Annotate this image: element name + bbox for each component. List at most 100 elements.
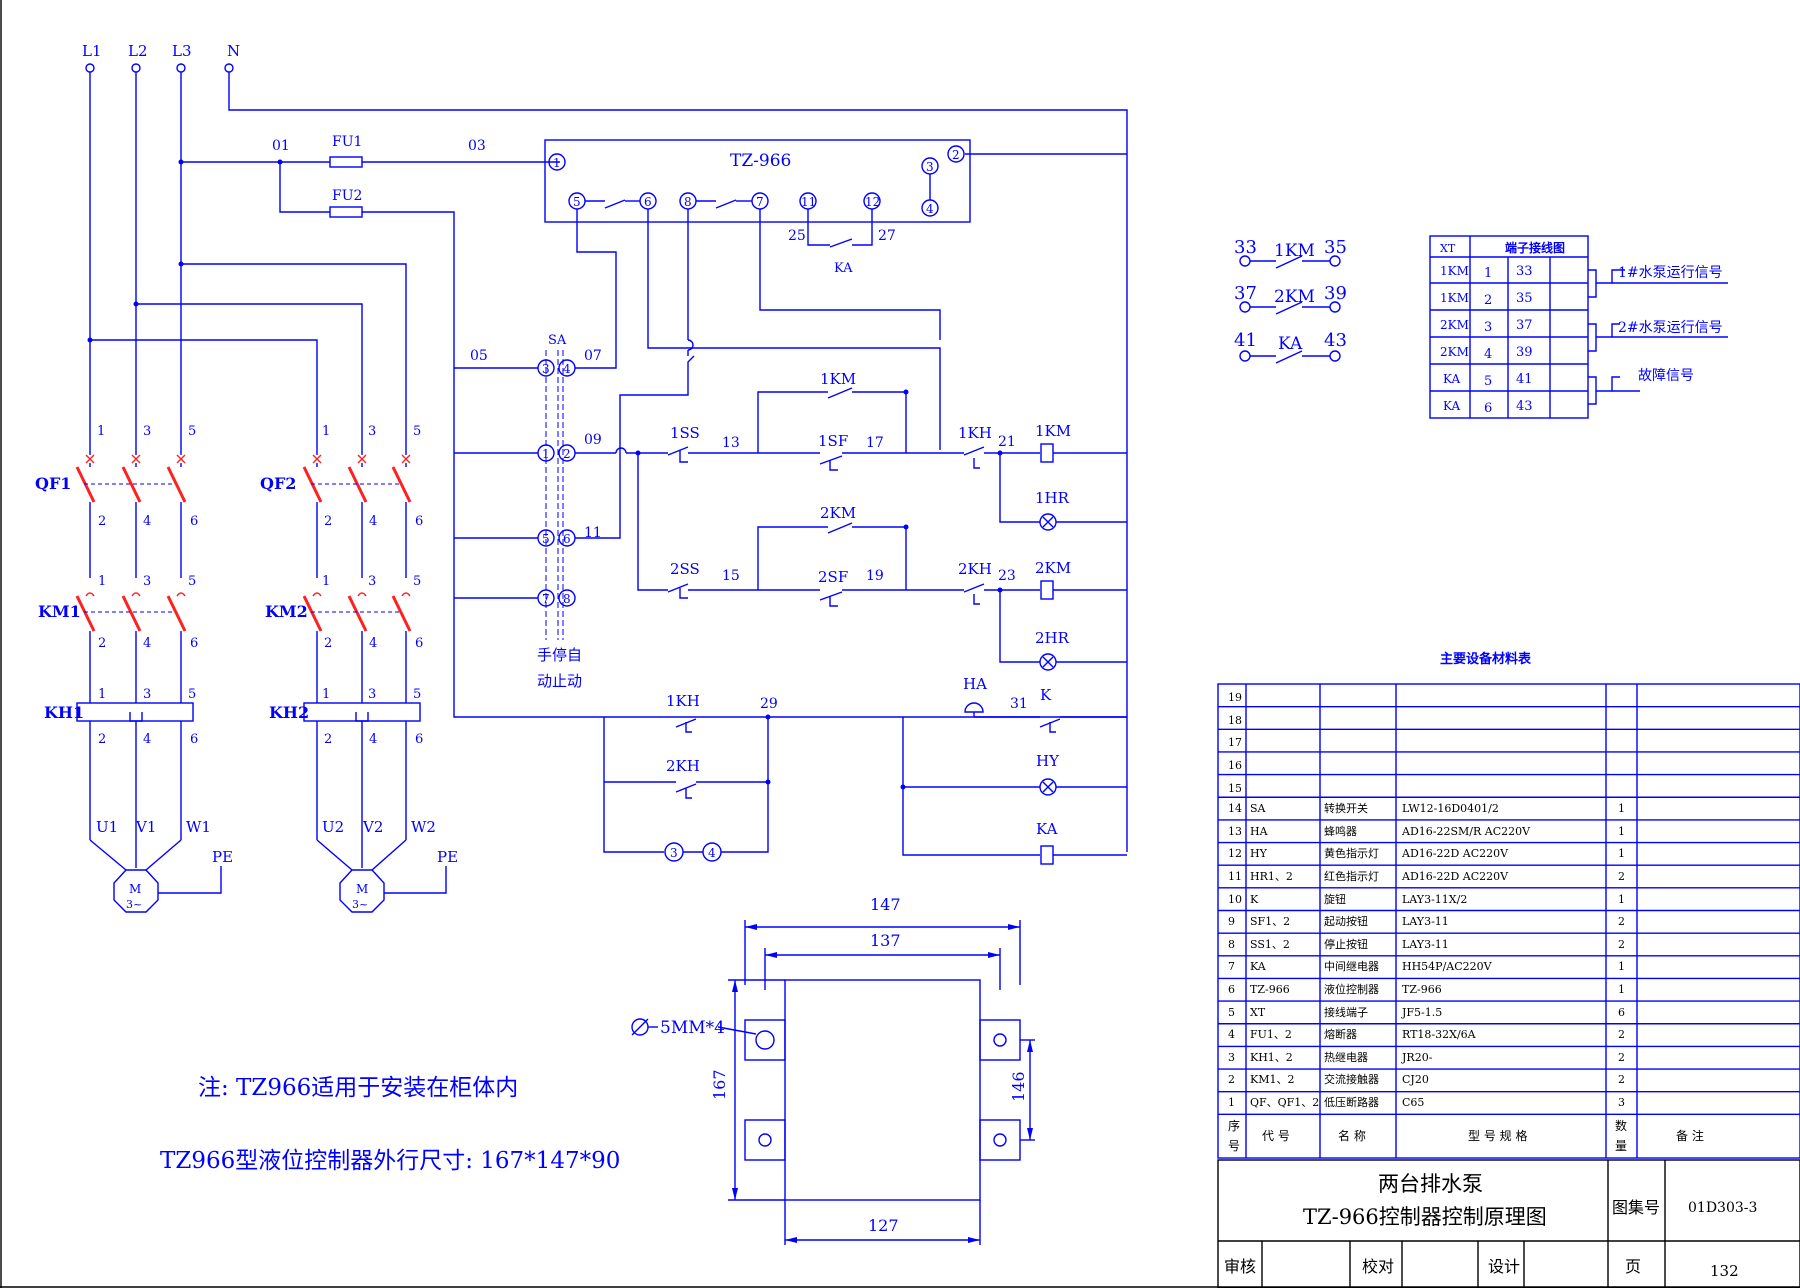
svg-text:2: 2 bbox=[1484, 293, 1492, 308]
svg-text:11: 11 bbox=[801, 195, 816, 209]
drawing-title-line2: TZ-966控制器控制原理图 bbox=[1303, 1205, 1547, 1229]
svg-text:2KM: 2KM bbox=[1440, 318, 1469, 332]
kh1-label: KH1 bbox=[44, 703, 84, 722]
svg-text:12: 12 bbox=[865, 195, 880, 209]
bom-row: 2 KM1、2 交流接触器 CJ20 2 bbox=[1228, 1072, 1625, 1086]
svg-text:AD16-22SM/R AC220V: AD16-22SM/R AC220V bbox=[1401, 825, 1531, 838]
svg-text:41: 41 bbox=[1516, 372, 1533, 387]
svg-text:KA: KA bbox=[1443, 399, 1460, 413]
atlas-number: 01D303-3 bbox=[1688, 1200, 1757, 1216]
svg-text:CJ20: CJ20 bbox=[1402, 1073, 1429, 1086]
svg-text:低压断路器: 低压断路器 bbox=[1324, 1095, 1379, 1109]
svg-text:2: 2 bbox=[563, 447, 571, 461]
km1-coil-label: 1KM bbox=[1035, 422, 1071, 440]
fu1-fuse bbox=[329, 156, 363, 168]
bom-row: 6 TZ-966 液位控制器 TZ-966 1 bbox=[1228, 982, 1625, 996]
svg-text:SF1、2: SF1、2 bbox=[1250, 915, 1290, 928]
svg-text:2: 2 bbox=[1228, 1073, 1235, 1086]
svg-text:中间继电器: 中间继电器 bbox=[1324, 960, 1379, 973]
svg-text:SS1、2: SS1、2 bbox=[1250, 938, 1290, 951]
svg-text:37: 37 bbox=[1234, 283, 1257, 304]
svg-text:5: 5 bbox=[542, 532, 550, 546]
bom-row: 11 HR1、2 红色指示灯 AD16-22D AC220V 2 bbox=[1228, 869, 1625, 883]
kh2-contact-label: 2KH bbox=[958, 560, 992, 578]
n-label: N bbox=[227, 42, 240, 60]
terminal-table: XT 端子接线图 1KM 1 33 1KM 2 35 2KM 3 37 2KM … bbox=[1429, 235, 1728, 419]
svg-text:1: 1 bbox=[1618, 983, 1625, 996]
svg-text:1KM: 1KM bbox=[1274, 241, 1315, 261]
bom-row: 9 SF1、2 起动按钮 LAY3-11 2 bbox=[1228, 914, 1625, 928]
svg-text:2KM: 2KM bbox=[1274, 287, 1315, 307]
svg-text:KH1、2: KH1、2 bbox=[1250, 1051, 1293, 1064]
svg-text:39: 39 bbox=[1516, 345, 1533, 360]
svg-text:转换开关: 转换开关 bbox=[1324, 801, 1368, 815]
title-block: 两台排水泵 TZ-966控制器控制原理图 图集号 01D303-3 审核 校对 … bbox=[1217, 1159, 1800, 1288]
svg-text:33: 33 bbox=[1234, 237, 1257, 258]
svg-text:XT: XT bbox=[1250, 1006, 1266, 1019]
svg-text:17: 17 bbox=[1228, 736, 1242, 749]
signal-pump2: 2#水泵运行信号 bbox=[1618, 320, 1723, 336]
ss1-label: 1SS bbox=[670, 424, 700, 442]
bom-row: 12 HY 黄色指示灯 AD16-22D AC220V 1 bbox=[1228, 846, 1625, 860]
svg-text:19: 19 bbox=[1228, 691, 1242, 704]
svg-text:1: 1 bbox=[1618, 847, 1625, 860]
n-terminal bbox=[224, 63, 234, 73]
dim-147: 147 bbox=[870, 895, 901, 914]
svg-text:蜂鸣器: 蜂鸣器 bbox=[1324, 824, 1357, 838]
svg-text:U2: U2 bbox=[322, 818, 344, 836]
proof-label: 校对 bbox=[1362, 1257, 1394, 1276]
svg-text:2: 2 bbox=[98, 514, 106, 529]
tz966-controller: TZ-966 1 2 3 4 5 6 8 7 11 12 25 27 KA bbox=[544, 139, 1127, 276]
svg-text:3: 3 bbox=[670, 846, 678, 860]
sf2-label: 2SF bbox=[818, 568, 848, 586]
hole-label: 5MM*4 bbox=[660, 1018, 725, 1038]
kh2-label: KH2 bbox=[269, 703, 309, 722]
motor-1 bbox=[113, 869, 159, 913]
hr2-label: 2HR bbox=[1035, 629, 1070, 647]
page-label: 页 bbox=[1625, 1257, 1641, 1276]
controller-title: TZ-966 bbox=[730, 151, 791, 171]
bom-row: 5 XT 接线端子 JF5-1.5 6 bbox=[1228, 1005, 1625, 1019]
kh2-alarm-label: 2KH bbox=[666, 757, 700, 775]
svg-text:6: 6 bbox=[644, 195, 652, 209]
l1-label: L1 bbox=[82, 42, 102, 60]
sa-label: SA bbox=[548, 333, 567, 348]
wire-09-label: 09 bbox=[584, 432, 602, 448]
svg-text:TZ-966: TZ-966 bbox=[1402, 983, 1442, 996]
svg-text:35: 35 bbox=[1324, 237, 1347, 258]
svg-text:4: 4 bbox=[143, 732, 151, 747]
svg-text:43: 43 bbox=[1324, 330, 1347, 351]
wire-25-label: 25 bbox=[788, 228, 806, 244]
wire-11-label: 11 bbox=[584, 525, 602, 541]
svg-text:2: 2 bbox=[1618, 1028, 1625, 1041]
svg-text:35: 35 bbox=[1516, 291, 1533, 306]
bom-header-no-1: 序 bbox=[1228, 1118, 1240, 1133]
svg-text:K: K bbox=[1250, 893, 1259, 906]
svg-text:1: 1 bbox=[322, 424, 330, 439]
km1-label: KM1 bbox=[38, 602, 81, 621]
hy-label: HY bbox=[1036, 752, 1060, 770]
atlas-label: 图集号 bbox=[1612, 1198, 1660, 1217]
bom-row: 14 SA 转换开关 LW12-16D0401/2 1 bbox=[1228, 801, 1625, 815]
svg-text:7: 7 bbox=[1228, 960, 1235, 973]
svg-text:W1: W1 bbox=[186, 818, 211, 836]
dim-167: 167 bbox=[710, 1069, 729, 1100]
kh1-contact-label: 1KH bbox=[958, 424, 992, 442]
bom-row: 13 HA 蜂鸣器 AD16-22SM/R AC220V 1 bbox=[1228, 824, 1625, 838]
k-label: K bbox=[1040, 686, 1052, 704]
bom-header-name: 名 称 bbox=[1338, 1128, 1366, 1143]
qf1-label: QF1 bbox=[35, 474, 71, 493]
km2-coil-label: 2KM bbox=[1035, 559, 1071, 577]
svg-text:V1: V1 bbox=[135, 818, 156, 836]
ha-buzzer bbox=[964, 702, 984, 713]
svg-text:4: 4 bbox=[708, 846, 716, 860]
mounting-drawing: 147 137 167 146 127 bbox=[631, 895, 1035, 1245]
l1-terminal bbox=[85, 63, 95, 73]
bom-row: 8 SS1、2 停止按钮 LAY3-11 2 bbox=[1228, 937, 1625, 951]
wire-03-label: 03 bbox=[468, 138, 486, 154]
bom-header-qty-2: 量 bbox=[1615, 1139, 1627, 1153]
qf2-label: QF2 bbox=[260, 474, 296, 493]
svg-text:1: 1 bbox=[1228, 1096, 1235, 1109]
design-label: 设计 bbox=[1488, 1257, 1520, 1276]
svg-text:3: 3 bbox=[368, 574, 376, 589]
